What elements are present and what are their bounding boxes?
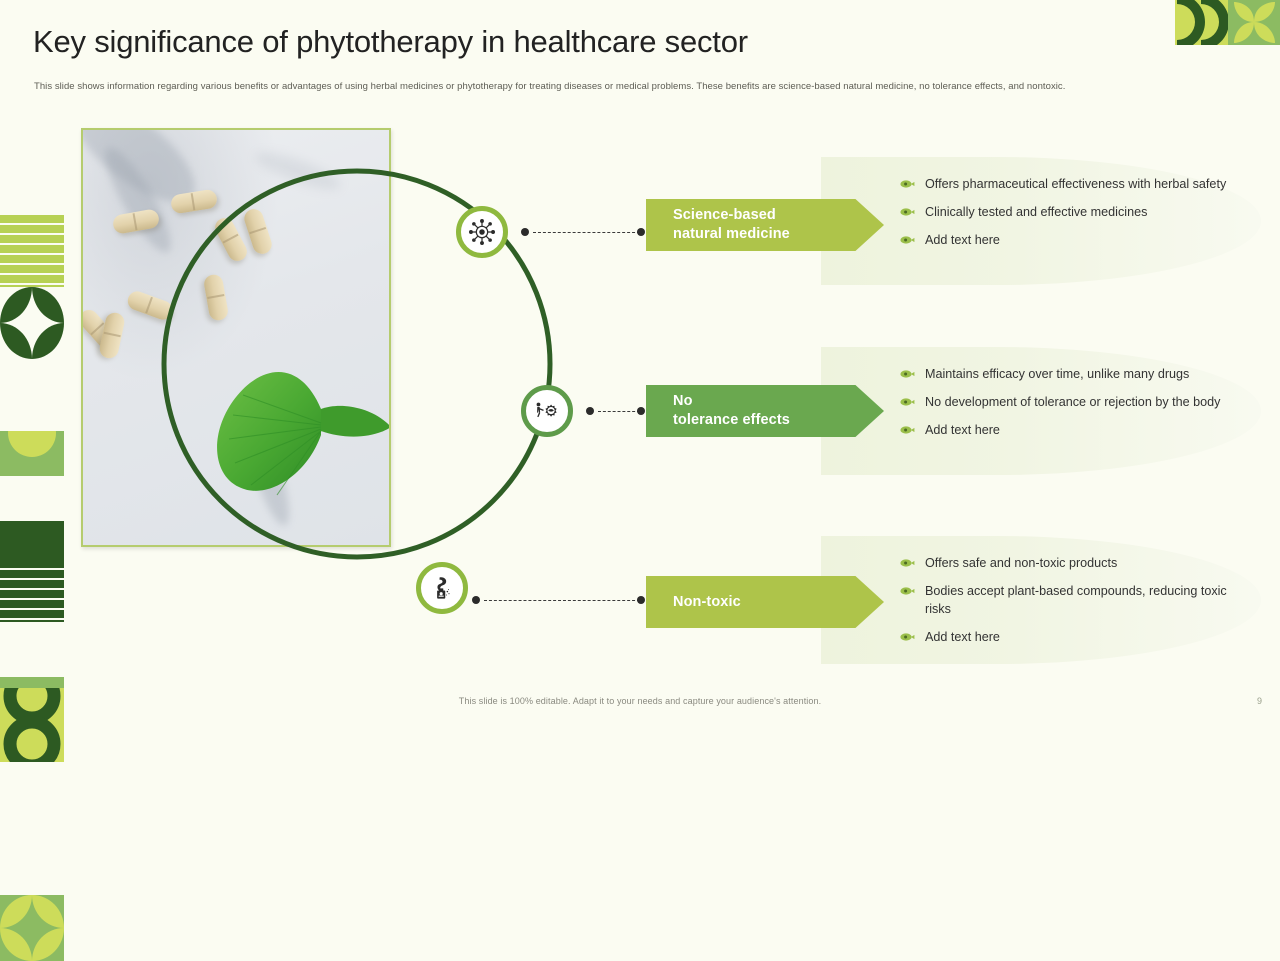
connector-dot-3 bbox=[472, 596, 480, 604]
decor-light-four-petal-icon bbox=[0, 895, 64, 961]
leaf-bullet-icon bbox=[900, 558, 915, 568]
timeline-node-science-based[interactable] bbox=[456, 206, 508, 258]
list-item-text: Offers safe and non-toxic products bbox=[925, 556, 1117, 570]
chevron-label-2-line1: No bbox=[673, 392, 790, 411]
page-number: 9 bbox=[1257, 696, 1262, 706]
page-title: Key significance of phytotherapy in heal… bbox=[33, 24, 748, 60]
connector-dash-1 bbox=[533, 232, 640, 233]
left-decorative-strip bbox=[0, 215, 64, 677]
timeline-node-non-toxic[interactable] bbox=[416, 562, 468, 614]
leaf-bullet-icon bbox=[900, 632, 915, 642]
list-item-text: Add text here bbox=[925, 423, 1000, 437]
leaf-bullet-icon bbox=[900, 235, 915, 245]
leaf-bullet-icon bbox=[900, 586, 915, 596]
leaf-bullet-icon bbox=[900, 179, 915, 189]
list-item-text: Maintains efficacy over time, unlike man… bbox=[925, 367, 1189, 381]
chevron-label-1: Science-based natural medicine bbox=[646, 199, 884, 251]
list-item: Clinically tested and effective medicine… bbox=[900, 203, 1250, 221]
list-item: Maintains efficacy over time, unlike man… bbox=[900, 365, 1250, 383]
logo-half-rings-icon bbox=[1175, 0, 1228, 45]
connector-dot-2b bbox=[637, 407, 645, 415]
list-item: Offers safe and non-toxic products bbox=[900, 554, 1250, 572]
list-item-text: Add text here bbox=[925, 630, 1000, 644]
logo-four-petal-icon bbox=[1228, 0, 1280, 45]
connector-dash-3 bbox=[484, 600, 640, 601]
leaf-bullet-icon bbox=[900, 425, 915, 435]
bullet-list-2: Maintains efficacy over time, unlike man… bbox=[900, 365, 1250, 449]
person-pushing-gear-icon bbox=[534, 398, 560, 424]
decor-dark-four-petal-icon bbox=[0, 287, 64, 359]
toxic-bottle-icon bbox=[429, 575, 455, 601]
chevron-label-1-line1: Science-based bbox=[673, 206, 790, 225]
decor-light-green-half-circle bbox=[0, 431, 64, 476]
connector-dot-1 bbox=[521, 228, 529, 236]
leaf-bullet-icon bbox=[900, 397, 915, 407]
connector-dash-2 bbox=[598, 411, 640, 412]
brand-logo bbox=[1175, 0, 1280, 45]
connector-dot-1b bbox=[637, 228, 645, 236]
leaf-bullet-icon bbox=[900, 369, 915, 379]
list-item: Bodies accept plant-based compounds, red… bbox=[900, 582, 1250, 618]
timeline-node-no-tolerance[interactable] bbox=[521, 385, 573, 437]
chevron-label-3: Non-toxic bbox=[646, 576, 884, 628]
list-item: Add text here bbox=[900, 628, 1250, 646]
list-item: Add text here bbox=[900, 421, 1250, 439]
list-item-text: Add text here bbox=[925, 233, 1000, 247]
list-item: Offers pharmaceutical effectiveness with… bbox=[900, 175, 1250, 193]
leaf-bullet-icon bbox=[900, 207, 915, 217]
chevron-label-2: No tolerance effects bbox=[646, 385, 884, 437]
page-subtitle: This slide shows information regarding v… bbox=[34, 80, 1214, 94]
slide-root: Key significance of phytotherapy in heal… bbox=[0, 0, 1280, 720]
bullet-list-1: Offers pharmaceutical effectiveness with… bbox=[900, 175, 1250, 259]
footer-note: This slide is 100% editable. Adapt it to… bbox=[0, 696, 1280, 706]
list-item-text: Clinically tested and effective medicine… bbox=[925, 205, 1147, 219]
chevron-label-3-line1: Non-toxic bbox=[673, 593, 741, 612]
list-item-text: No development of tolerance or rejection… bbox=[925, 395, 1220, 409]
decor-light-green-stripes bbox=[0, 215, 64, 287]
chevron-label-1-line2: natural medicine bbox=[673, 225, 790, 244]
list-item: No development of tolerance or rejection… bbox=[900, 393, 1250, 411]
list-item-text: Offers pharmaceutical effectiveness with… bbox=[925, 177, 1226, 191]
chevron-label-2-line2: tolerance effects bbox=[673, 411, 790, 430]
decor-dark-green-stripes bbox=[0, 560, 64, 622]
connector-dot-2 bbox=[586, 407, 594, 415]
connector-dot-3b bbox=[637, 596, 645, 604]
virus-molecule-icon bbox=[469, 219, 495, 245]
list-item: Add text here bbox=[900, 231, 1250, 249]
list-item-text: Bodies accept plant-based compounds, red… bbox=[925, 584, 1227, 616]
bullet-list-3: Offers safe and non-toxic products Bodie… bbox=[900, 554, 1250, 656]
